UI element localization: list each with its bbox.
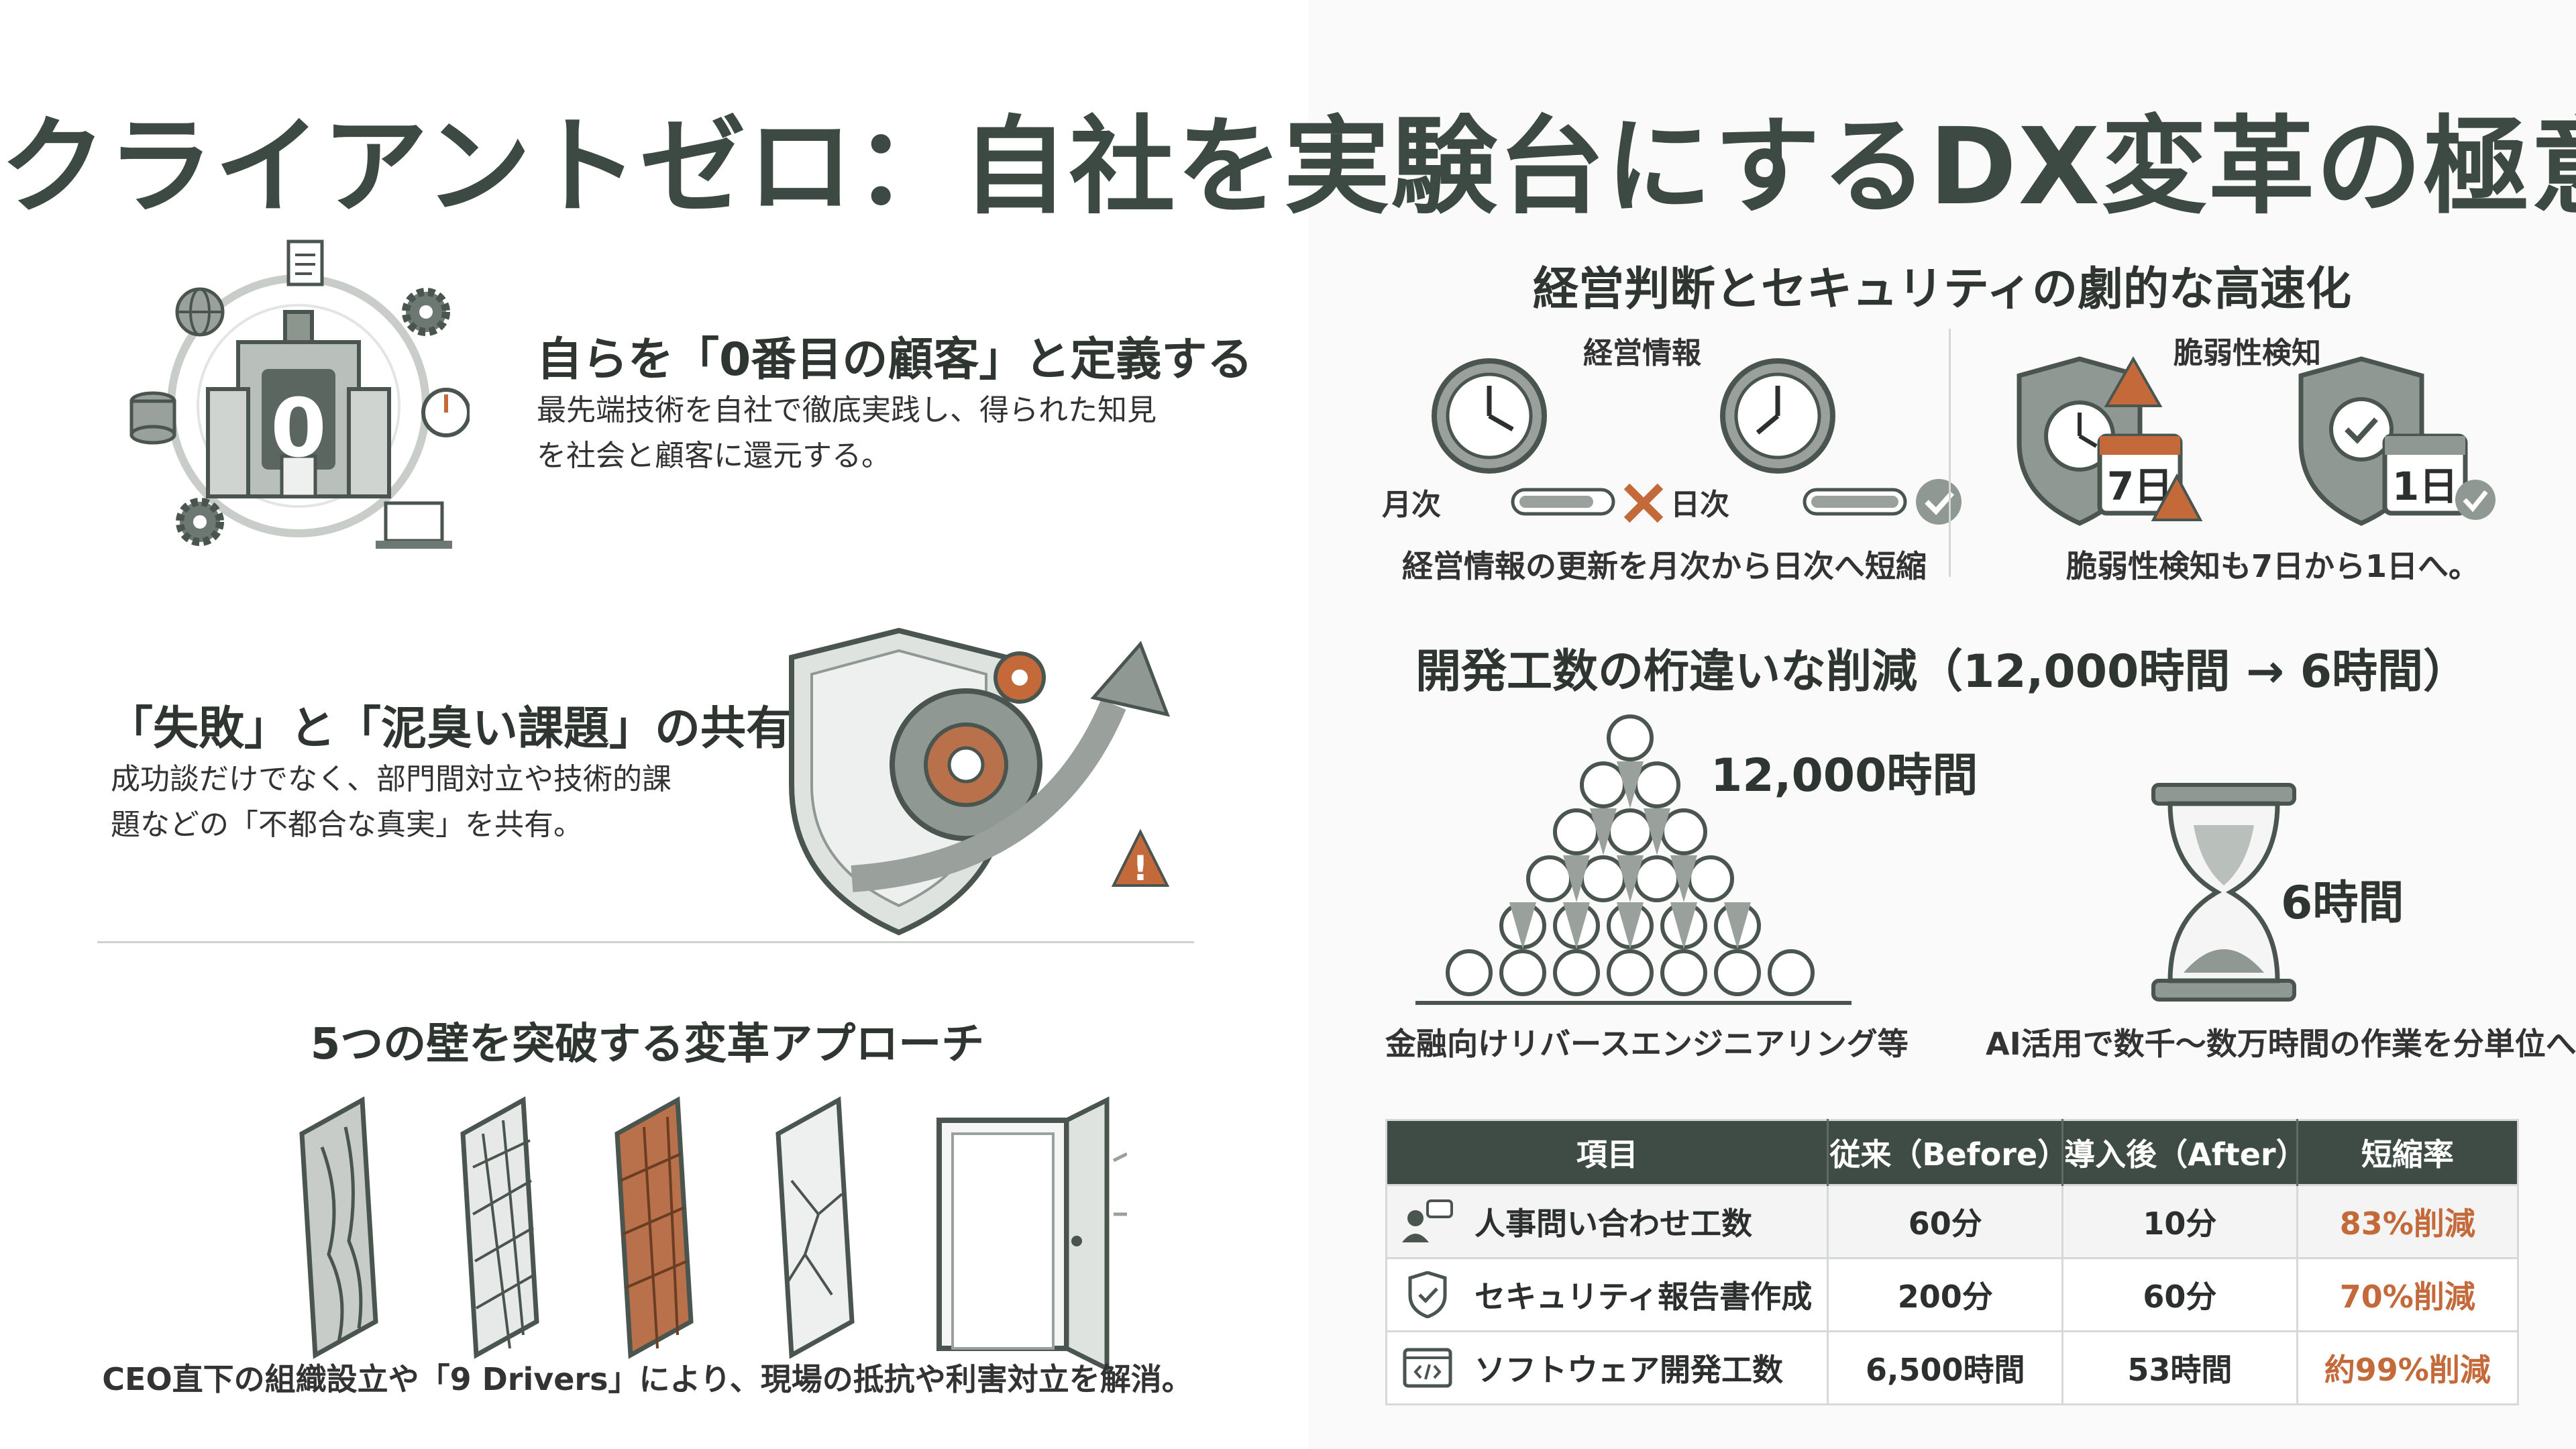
comparison-table: 項目 従来（Before） 導入後（After） 短縮率 人事問い合わせ工数 6… bbox=[1385, 1119, 2519, 1405]
check-circle-icon bbox=[1916, 479, 1962, 525]
before-value: 12,000時間 bbox=[1711, 749, 1978, 802]
gear-icon bbox=[402, 288, 450, 336]
settings-gear-icon bbox=[176, 498, 224, 546]
row-item-cell: 人事問い合わせ工数 bbox=[1386, 1184, 1829, 1258]
sec1-body-line1: 最先端技術を自社で徹底実践し、得られた知見 bbox=[537, 393, 1157, 427]
dev-heading: 開発工数の桁違いな削減（12,000時間 → 6時間） bbox=[1415, 645, 2469, 698]
row-rate: 70%削減 bbox=[2297, 1257, 2518, 1332]
calendar-icon bbox=[2097, 433, 2183, 516]
speed-divider bbox=[1949, 329, 1951, 577]
before-caption: 金融向けリバースエンジニアリング等 bbox=[1385, 1026, 1909, 1062]
header-rate: 短縮率 bbox=[2297, 1120, 2518, 1185]
progress-bar-icon bbox=[1511, 488, 1615, 516]
row-after: 10分 bbox=[2062, 1184, 2298, 1258]
row-item-label: セキュリティ報告書作成 bbox=[1474, 1279, 1813, 1315]
table-row: 人事問い合わせ工数 60分 10分 83%削減 bbox=[1386, 1184, 2518, 1258]
row-item-cell: セキュリティ報告書作成 bbox=[1386, 1257, 1829, 1332]
mgmt-caption: 経営情報の更新を月次から日次へ短縮 bbox=[1402, 548, 1927, 584]
laptop-icon bbox=[376, 501, 452, 549]
vuln-shields-illustration: 7日 1日 bbox=[2017, 356, 2496, 526]
warning-icon bbox=[1111, 828, 1170, 887]
after-value: 6時間 bbox=[2281, 877, 2404, 930]
row-after: 60分 bbox=[2062, 1257, 2298, 1332]
warning-icon bbox=[2151, 473, 2203, 521]
vuln-label: 脆弱性検知 bbox=[2174, 336, 2321, 370]
left-divider bbox=[97, 941, 1194, 943]
row-item-cell: ソフトウェア開発工数 bbox=[1386, 1330, 1829, 1405]
client-zero-cycle-illustration: 0 bbox=[129, 239, 470, 549]
check-circle-icon bbox=[2455, 480, 2496, 520]
five-walls-illustration bbox=[299, 1096, 1127, 1373]
row-rate: 83%削減 bbox=[2297, 1184, 2518, 1258]
header-before: 従来（Before） bbox=[1827, 1120, 2068, 1185]
progress-bar-icon bbox=[1803, 488, 1907, 516]
sec3-heading: 5つの壁を突破する変革アプローチ bbox=[310, 1020, 985, 1069]
sec2-body: 成功談だけでなく、部門間対立や技術的課 題などの「不都合な真実」を共有。 bbox=[111, 757, 768, 848]
sec2-heading: 「失敗」と「泥臭い課題」の共有 bbox=[107, 702, 792, 755]
building-zero-label: 0 bbox=[270, 382, 327, 476]
table-row: セキュリティ報告書作成 200分 60分 70%削減 bbox=[1386, 1257, 2518, 1332]
document-icon bbox=[286, 239, 324, 286]
building-icon bbox=[206, 310, 391, 498]
growth-arrow-icon bbox=[1090, 641, 1170, 717]
header-item: 項目 bbox=[1386, 1120, 1829, 1185]
monthly-label: 月次 bbox=[1382, 488, 1441, 522]
hourglass-icon bbox=[2151, 783, 2296, 1002]
sec3-caption: CEO直下の組織設立や「9 Drivers」により、現場の抵抗や利害対立を解消。 bbox=[102, 1361, 1193, 1397]
shield-check-icon bbox=[1408, 1271, 1447, 1318]
row-rate: 約99%削減 bbox=[2297, 1330, 2518, 1405]
clock-icon bbox=[1720, 358, 1835, 474]
table-header-row: 項目 従来（Before） 導入後（After） 短縮率 bbox=[1386, 1120, 2518, 1185]
wood-wall-icon bbox=[299, 1096, 378, 1359]
hourglass-pyramid-illustration bbox=[1415, 714, 1851, 1005]
svg-text:!: ! bbox=[1132, 849, 1148, 889]
mesh-wall-icon bbox=[460, 1096, 539, 1359]
daily-label: 日次 bbox=[1670, 488, 1729, 522]
day1-label: 1日 bbox=[2392, 464, 2458, 509]
after-caption: AI活用で数千〜数万時間の作業を分単位へ bbox=[1986, 1026, 2576, 1062]
header-after: 導入後（After） bbox=[2062, 1120, 2307, 1185]
mgmt-label: 経営情報 bbox=[1583, 336, 1701, 370]
open-door-icon bbox=[936, 1096, 1127, 1373]
sec1-body-line2: を社会と顧客に還元する。 bbox=[537, 439, 891, 473]
row-item-label: ソフトウェア開発工数 bbox=[1474, 1352, 1783, 1388]
row-after: 53時間 bbox=[2062, 1330, 2298, 1405]
shield-gear-growth-illustration: ! bbox=[789, 627, 1170, 936]
sec1-body: 最先端技術を自社で徹底実践し、得られた知見 を社会と顧客に還元する。 bbox=[537, 388, 1208, 479]
people-chat-icon bbox=[1402, 1199, 1453, 1242]
mgmt-clocks-illustration bbox=[1432, 358, 1962, 525]
cracked-wall-icon bbox=[775, 1096, 855, 1359]
row-before: 60分 bbox=[1827, 1184, 2064, 1258]
database-icon bbox=[129, 391, 176, 445]
code-window-icon bbox=[1403, 1348, 1452, 1388]
brick-wall-icon bbox=[614, 1096, 694, 1359]
gauge-icon bbox=[421, 388, 470, 437]
sec2-body-line1: 成功談だけでなく、部門間対立や技術的課 bbox=[111, 762, 672, 796]
cross-icon bbox=[1623, 483, 1664, 523]
row-before: 200分 bbox=[1827, 1257, 2064, 1332]
sec1-heading: 自らを「0番目の顧客」と定義する bbox=[537, 333, 1253, 386]
globe-icon bbox=[175, 287, 225, 337]
row-item-label: 人事問い合わせ工数 bbox=[1474, 1205, 1752, 1242]
row-before: 6,500時間 bbox=[1827, 1330, 2064, 1405]
warning-icon bbox=[2104, 356, 2163, 407]
speed-heading: 経営判断とセキュリティの劇的な高速化 bbox=[1533, 263, 2351, 316]
page-title: クライアントゼロ：自社を実験台にするDX変革の極意 bbox=[0, 105, 2576, 229]
calendar-icon bbox=[2382, 433, 2468, 516]
vuln-caption: 脆弱性検知も7日から1日へ。 bbox=[2066, 548, 2480, 584]
sec2-body-line2: 題などの「不都合な真実」を共有。 bbox=[111, 808, 583, 842]
clock-icon bbox=[1432, 358, 1547, 474]
table-row: ソフトウェア開発工数 6,500時間 53時間 約99%削減 bbox=[1386, 1330, 2518, 1405]
